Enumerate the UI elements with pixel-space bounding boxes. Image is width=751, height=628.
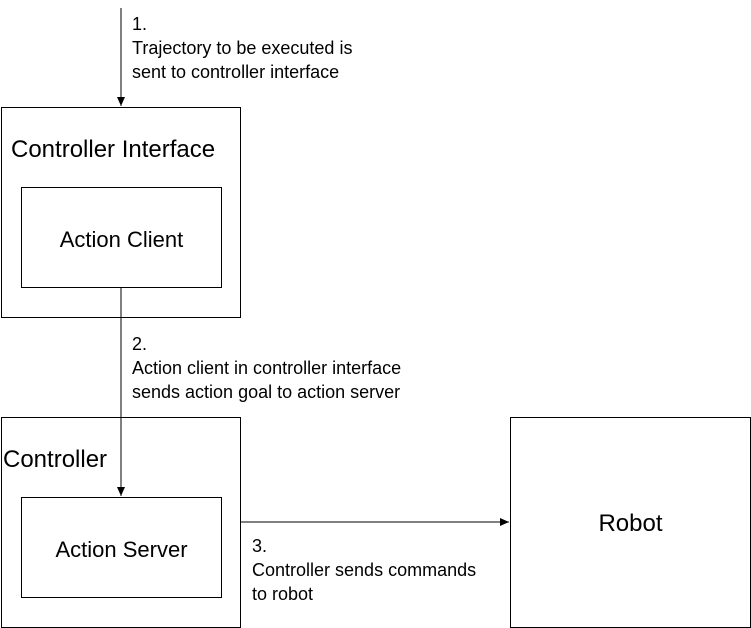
controller-interface-title: Controller Interface — [11, 136, 216, 163]
action-client-label: Action Client — [59, 227, 184, 252]
step-1-line-1: Trajectory to be executed is — [132, 38, 353, 58]
step-3-number: 3. — [252, 536, 268, 556]
step-1-line-2: sent to controller interface — [132, 62, 340, 82]
action-server-label: Action Server — [55, 537, 188, 562]
step-3-line-1: Controller sends commands — [252, 560, 477, 580]
step-2-note: 2. Action client in controller interface… — [132, 332, 401, 404]
controller-box: Controller Action Server — [1, 417, 241, 628]
robot-label: Robot — [598, 510, 663, 537]
action-client-box: Action Client — [21, 187, 222, 288]
step-2-number: 2. — [132, 334, 148, 354]
step-1-note: 1. Trajectory to be executed is sent to … — [132, 12, 352, 84]
robot-box: Robot — [510, 417, 751, 628]
controller-title: Controller — [3, 446, 108, 473]
step-1-number: 1. — [132, 14, 148, 34]
step-2-line-1: Action client in controller interface — [132, 358, 402, 378]
step-2-line-2: sends action goal to action server — [132, 382, 401, 402]
step-3-note: 3. Controller sends commands to robot — [252, 534, 476, 606]
action-server-box: Action Server — [21, 497, 222, 598]
controller-interface-box: Controller Interface Action Client — [1, 107, 241, 318]
step-3-line-2: to robot — [252, 584, 314, 604]
